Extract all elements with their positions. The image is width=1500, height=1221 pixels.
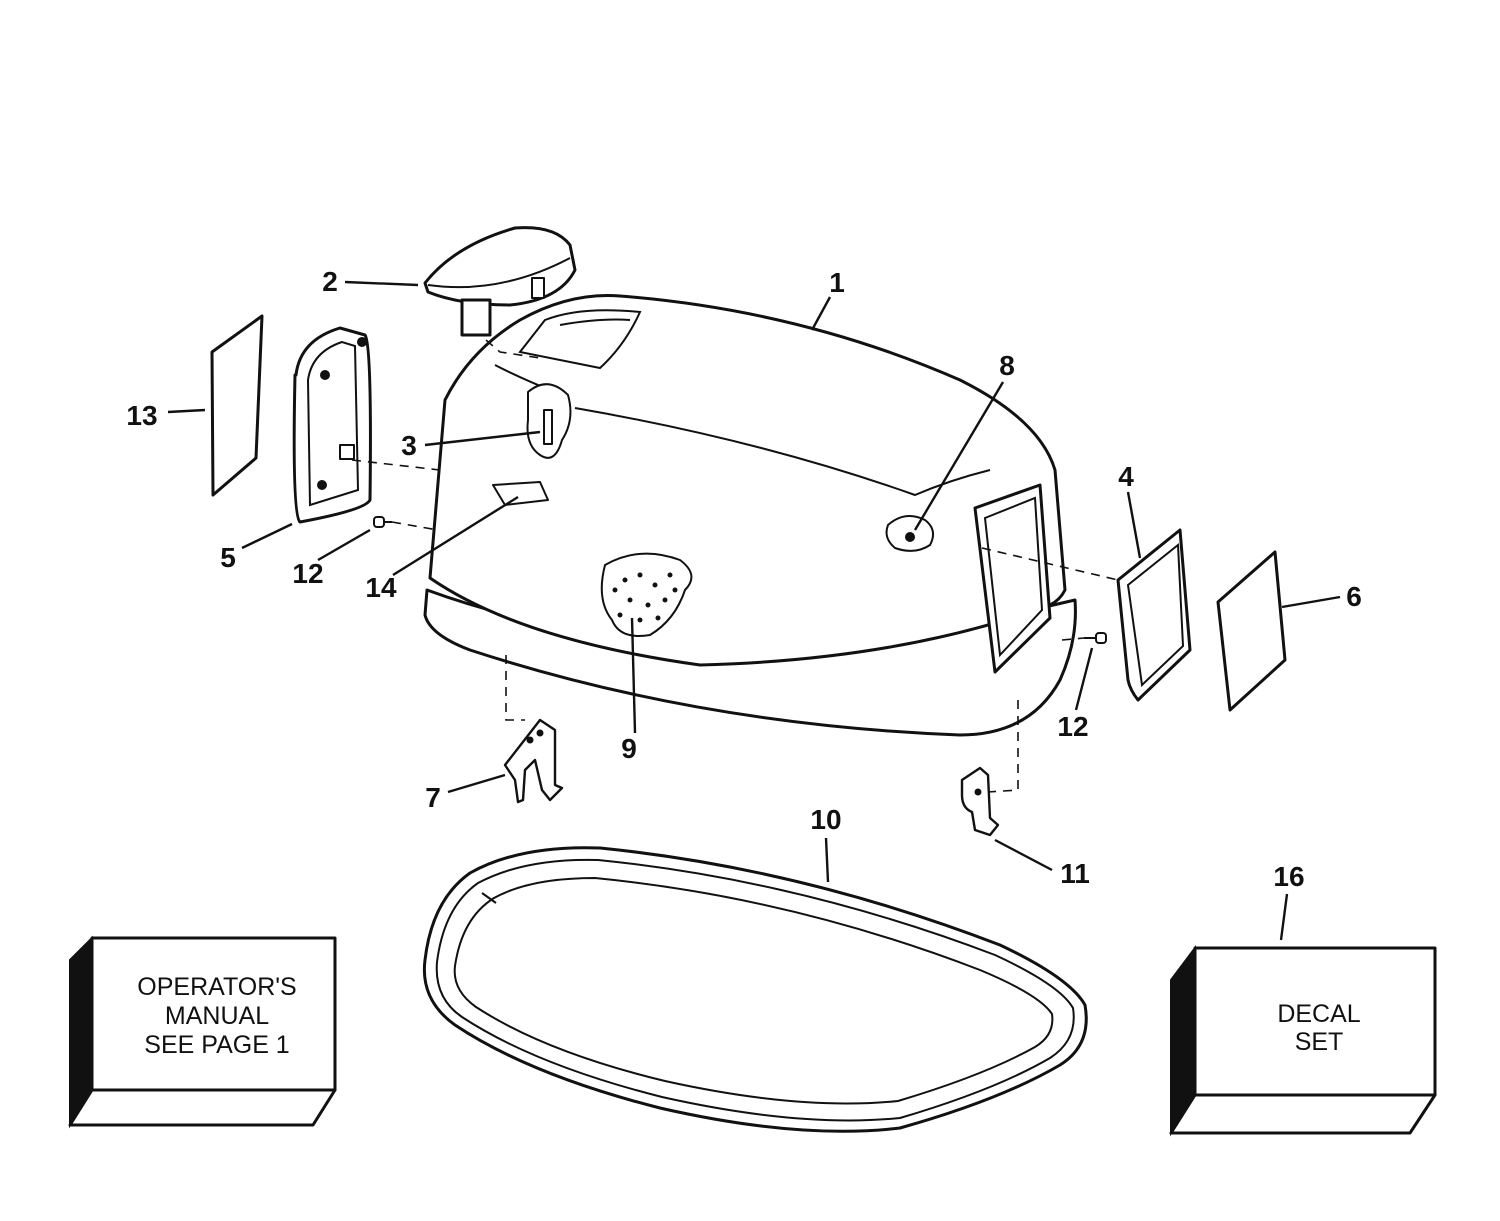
label-part-13 — [210, 314, 264, 497]
frame-part-4 — [1116, 528, 1192, 702]
seal-ring-part-10 — [422, 846, 1088, 1133]
callout-7: 7 — [425, 782, 441, 813]
callout-10: 10 — [810, 804, 841, 835]
callout-12-left: 12 — [292, 558, 323, 589]
callout-6: 6 — [1346, 581, 1362, 612]
bracket-part-7 — [503, 718, 564, 804]
screw-part-12-left — [373, 516, 392, 528]
callout-3: 3 — [401, 430, 417, 461]
callout-16: 16 — [1273, 861, 1304, 892]
callout-11: 11 — [1060, 858, 1090, 889]
callout-8: 8 — [999, 350, 1015, 381]
handle-part-2 — [423, 226, 577, 337]
operators-manual-box: OPERATOR'S MANUAL SEE PAGE 1 — [68, 935, 337, 1129]
callout-13: 13 — [126, 400, 157, 431]
callout-2: 2 — [322, 266, 338, 297]
callout-9: 9 — [621, 733, 637, 764]
callout-numbers: 1 2 3 4 5 6 7 8 9 10 11 12 12 13 14 16 — [126, 266, 1361, 892]
manual-line-3: SEE PAGE 1 — [144, 1031, 289, 1059]
callout-4: 4 — [1118, 461, 1134, 492]
label-part-6 — [1216, 550, 1287, 712]
bracket-part-11 — [960, 766, 1000, 837]
decal-set-box: DECAL SET — [1169, 945, 1437, 1137]
frame-part-5 — [292, 326, 372, 524]
motor-cover — [423, 294, 1077, 737]
assembly-lines — [351, 339, 1119, 793]
callout-5: 5 — [220, 542, 236, 573]
leader-lines — [167, 280, 1341, 941]
manual-line-1: OPERATOR'S — [137, 973, 296, 1001]
manual-line-2: MANUAL — [165, 1002, 269, 1030]
screw-part-12-right — [1084, 632, 1107, 644]
decal-line-2: SET — [1295, 1028, 1344, 1056]
callout-1: 1 — [829, 267, 845, 298]
decal-line-1: DECAL — [1277, 1000, 1360, 1028]
callout-14: 14 — [365, 572, 397, 603]
callout-12-right: 12 — [1057, 711, 1088, 742]
